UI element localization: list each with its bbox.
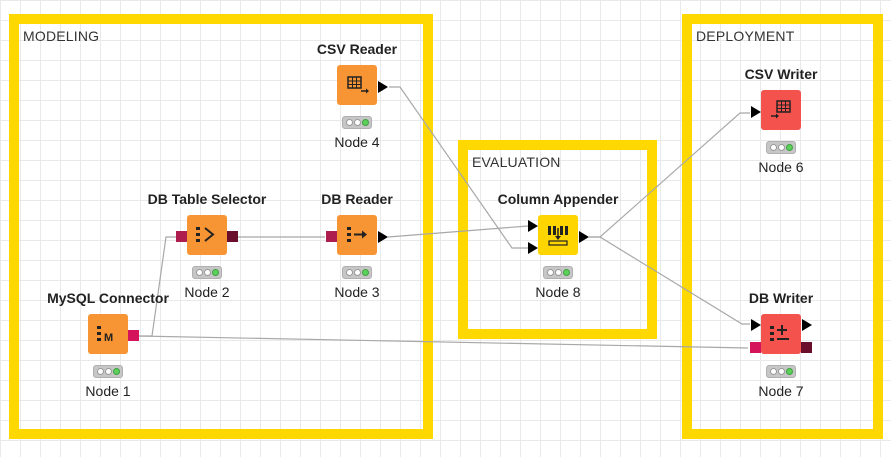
input-port-db-session[interactable] <box>176 231 187 242</box>
node-status-indicator <box>766 141 796 154</box>
node-name: DB Writer <box>748 290 814 306</box>
node-label[interactable]: Node 3 <box>334 284 380 300</box>
node-name: DB Table Selector <box>147 191 267 207</box>
db-write-icon <box>770 325 789 341</box>
output-port-data[interactable] <box>802 319 812 331</box>
input-port-db-data[interactable] <box>326 231 337 242</box>
input-port-db-session[interactable] <box>750 342 761 353</box>
input-port-data[interactable] <box>751 106 761 118</box>
node-status-indicator <box>766 365 796 378</box>
node-name: DB Reader <box>321 191 393 207</box>
mysql-icon: M <box>97 326 113 344</box>
output-port-data[interactable] <box>579 231 589 243</box>
node-icon-db-reader[interactable] <box>337 215 377 255</box>
connection-node3-node8[interactable] <box>387 225 529 238</box>
connection-node8-node6[interactable] <box>589 112 750 238</box>
node-name: CSV Writer <box>744 66 818 82</box>
node-label[interactable]: Node 6 <box>758 159 804 175</box>
node-name: CSV Reader <box>316 41 398 57</box>
annotation-label: DEPLOYMENT <box>696 28 795 44</box>
connection-node1-node7[interactable] <box>137 335 749 349</box>
svg-text:M: M <box>104 332 113 344</box>
input-port-data[interactable] <box>751 319 761 331</box>
annotation-label: EVALUATION <box>472 154 561 170</box>
connection-node4-node8[interactable] <box>389 86 528 249</box>
node-name: Column Appender <box>497 191 619 207</box>
table-read-icon <box>347 76 369 94</box>
db-read-icon <box>347 227 367 242</box>
output-port-db-session[interactable] <box>801 342 812 353</box>
node-icon-csv-reader[interactable] <box>337 65 377 105</box>
node-name: MySQL Connector <box>47 290 169 306</box>
node-icon-csv-writer[interactable] <box>761 90 801 130</box>
output-port-data[interactable] <box>378 231 388 243</box>
node-label[interactable]: Node 7 <box>758 383 804 399</box>
node-status-indicator <box>342 266 372 279</box>
node-label[interactable]: Node 4 <box>334 134 380 150</box>
table-write-icon <box>771 100 791 119</box>
node-label[interactable]: Node 2 <box>184 284 230 300</box>
node-icon-mysql-connector[interactable]: M <box>88 314 128 354</box>
node-icon-db-table-selector[interactable] <box>187 215 227 255</box>
output-port-db-data[interactable] <box>227 231 238 242</box>
db-select-icon <box>196 227 215 242</box>
annotation-label: MODELING <box>23 28 100 44</box>
annotation-deployment[interactable]: DEPLOYMENT <box>682 14 883 439</box>
node-status-indicator <box>342 116 372 129</box>
column-append-icon <box>548 226 568 246</box>
node-status-indicator <box>192 266 222 279</box>
connection-node8-node7[interactable] <box>589 236 750 325</box>
node-icon-column-appender[interactable] <box>538 215 578 255</box>
node-label[interactable]: Node 8 <box>535 284 581 300</box>
node-label[interactable]: Node 1 <box>85 383 131 399</box>
node-status-indicator <box>93 365 123 378</box>
node-icon-db-writer[interactable] <box>761 314 801 354</box>
input-port-data-2[interactable] <box>528 242 538 254</box>
output-port-data[interactable] <box>378 81 388 93</box>
annotation-evaluation[interactable]: EVALUATION <box>458 140 657 339</box>
annotation-modeling[interactable]: MODELING <box>9 14 433 439</box>
node-status-indicator <box>543 266 573 279</box>
output-port-db-session[interactable] <box>128 330 139 341</box>
input-port-data-1[interactable] <box>528 220 538 232</box>
